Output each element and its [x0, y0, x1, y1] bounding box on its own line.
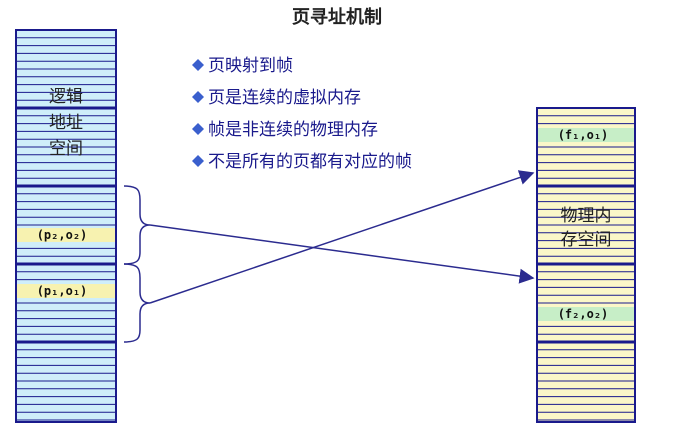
physical-label-line: 存空间	[561, 230, 612, 250]
logical-address-p2: (p₂,o₂)	[37, 228, 88, 242]
bullet-text: 页是连续的虚拟内存	[208, 88, 361, 108]
physical-memory-space: 物理内 存空间 (f₁,o₁) (f₂,o₂)	[536, 107, 636, 423]
bullet-item: 页映射到帧	[192, 56, 293, 76]
logical-column-background	[15, 29, 117, 423]
logical-label-line: 逻辑	[49, 87, 83, 107]
physical-label-line: 物理内	[561, 206, 612, 226]
logical-address-p1: (p₁,o₁)	[37, 284, 88, 298]
bullet-item: 不是所有的页都有对应的帧	[192, 152, 412, 172]
logical-highlight-row	[17, 228, 115, 242]
physical-address-f2: (f₂,o₂)	[558, 307, 609, 321]
bullet-text: 页映射到帧	[208, 56, 293, 76]
logical-highlight-row	[17, 284, 115, 298]
logical-label-line: 空间	[49, 139, 83, 159]
bullet-item: 页是连续的虚拟内存	[192, 88, 361, 108]
diamond-bullet-icon	[192, 123, 204, 135]
physical-address-f1: (f₁,o₁)	[558, 128, 609, 142]
physical-highlight-row	[538, 128, 634, 142]
mapping-arrow-p1-to-f1	[149, 170, 535, 304]
bullet-text: 不是所有的页都有对应的帧	[208, 152, 412, 172]
bullet-list: 页映射到帧 页是连续的虚拟内存 帧是非连续的物理内存 不是所有的页都有对应的帧	[192, 56, 412, 172]
page-brace	[123, 263, 151, 343]
page-brace	[123, 185, 151, 265]
logical-address-space: 逻辑 地址 空间 (p₂,o₂) (p₁,o₁)	[15, 29, 117, 423]
logical-label-line: 地址	[49, 113, 83, 133]
bullet-item: 帧是非连续的物理内存	[192, 120, 378, 140]
diamond-bullet-icon	[192, 59, 204, 71]
mapping-arrow-p2-to-f2	[149, 224, 535, 284]
diamond-bullet-icon	[192, 155, 204, 167]
page-title: 页寻址机制	[292, 7, 382, 28]
diamond-bullet-icon	[192, 91, 204, 103]
bullet-text: 帧是非连续的物理内存	[208, 120, 378, 140]
physical-highlight-row	[538, 307, 634, 321]
